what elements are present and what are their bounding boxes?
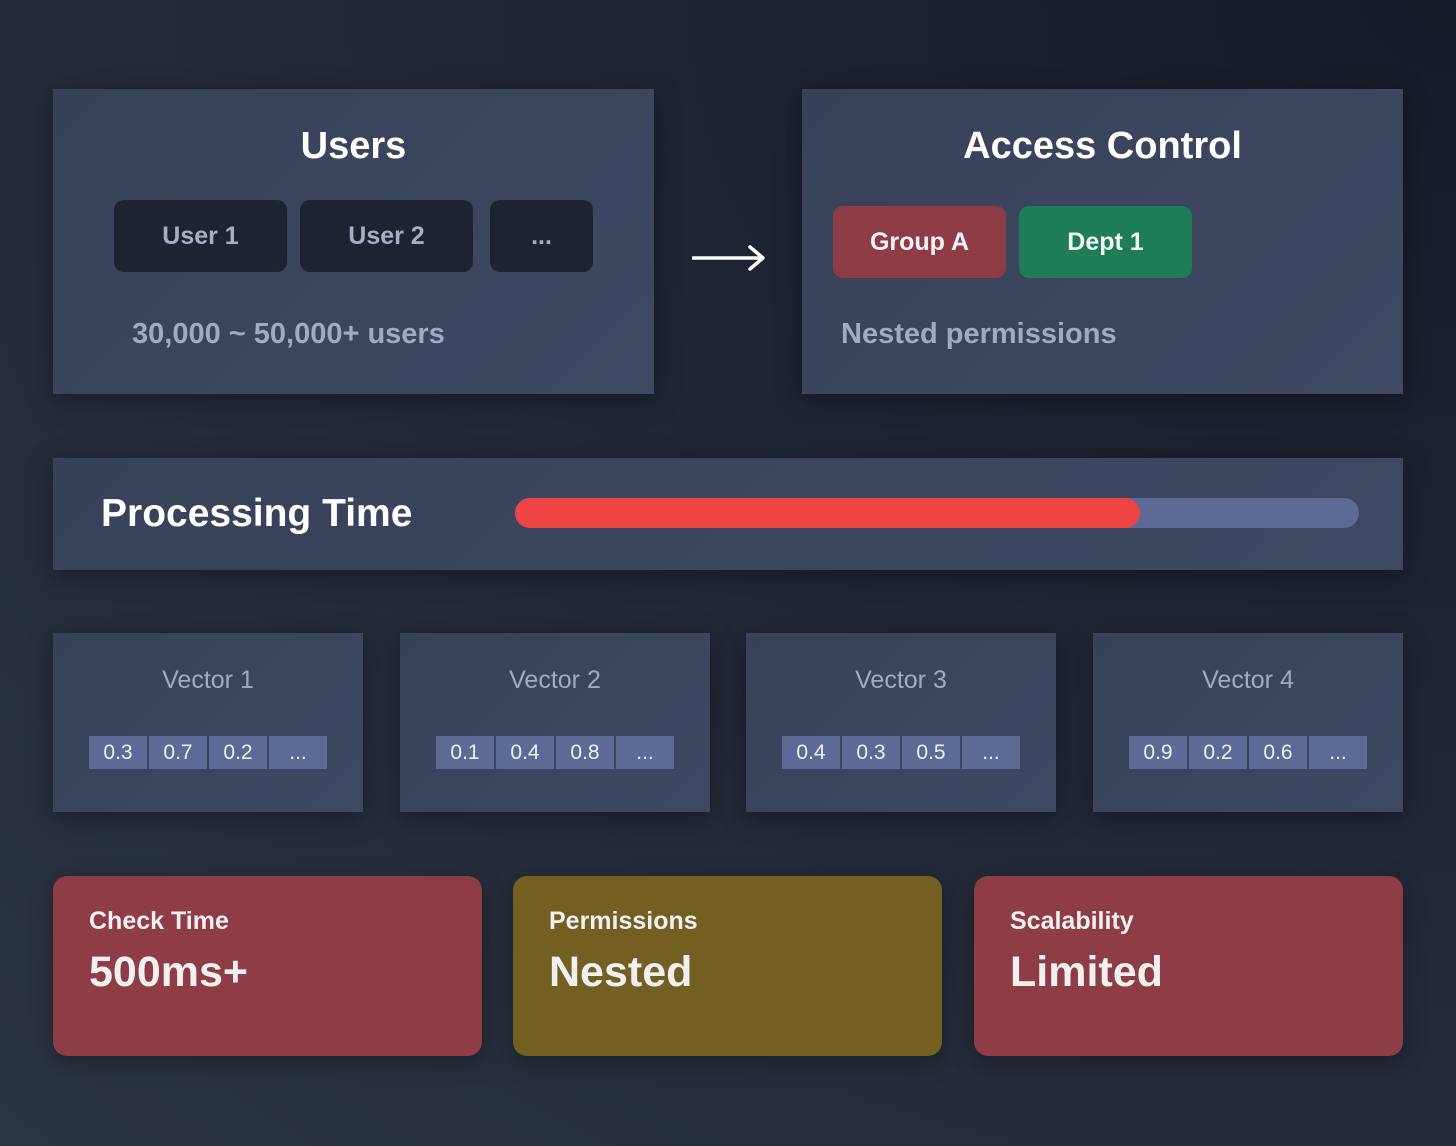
dept-chip: Dept 1 [1019, 206, 1192, 278]
vector-card-2: Vector 2 0.1 0.4 0.8 ... [400, 633, 710, 812]
vector-value: ... [269, 736, 327, 769]
metric-value: Limited [1010, 948, 1163, 996]
permissions-card: Permissions Nested [513, 876, 942, 1056]
user-chip-2: User 2 [300, 200, 473, 272]
scalability-card: Scalability Limited [974, 876, 1403, 1056]
group-chip: Group A [833, 206, 1006, 278]
vector-value: 0.7 [149, 736, 207, 769]
users-title: Users [300, 125, 407, 167]
vector-value: ... [962, 736, 1020, 769]
vector-values: 0.4 0.3 0.5 ... [782, 736, 1022, 769]
vector-value: ... [1309, 736, 1367, 769]
vector-value: 0.9 [1129, 736, 1187, 769]
arrow-right-icon [692, 245, 765, 271]
vector-values: 0.9 0.2 0.6 ... [1129, 736, 1369, 769]
vector-value: 0.6 [1249, 736, 1307, 769]
vector-value: 0.5 [902, 736, 960, 769]
metric-label: Scalability [1010, 907, 1134, 935]
vector-value: 0.4 [782, 736, 840, 769]
vector-card-1: Vector 1 0.3 0.7 0.2 ... [53, 633, 363, 812]
vector-card-4: Vector 4 0.9 0.2 0.6 ... [1093, 633, 1403, 812]
user-chip-1: User 1 [114, 200, 287, 272]
processing-time-bar [515, 498, 1359, 528]
vector-values: 0.1 0.4 0.8 ... [436, 736, 676, 769]
vector-values: 0.3 0.7 0.2 ... [89, 736, 329, 769]
processing-time-title: Processing Time [101, 492, 413, 535]
users-panel: Users User 1 User 2 ... 30,000 ~ 50,000+… [53, 89, 654, 394]
vector-value: 0.3 [842, 736, 900, 769]
vector-value: 0.4 [496, 736, 554, 769]
vector-value: 0.2 [1189, 736, 1247, 769]
vector-value: 0.2 [209, 736, 267, 769]
vector-value: 0.8 [556, 736, 614, 769]
processing-time-bar-fill [515, 498, 1140, 528]
metric-value: 500ms+ [89, 948, 249, 996]
vector-title: Vector 1 [162, 666, 254, 694]
vector-value: ... [616, 736, 674, 769]
vector-title: Vector 3 [855, 666, 947, 694]
users-count: 30,000 ~ 50,000+ users [132, 318, 445, 350]
vector-value: 0.3 [89, 736, 147, 769]
access-control-title: Access Control [963, 125, 1242, 167]
vector-card-3: Vector 3 0.4 0.3 0.5 ... [746, 633, 1056, 812]
user-chip-more: ... [490, 200, 593, 272]
vector-title: Vector 2 [509, 666, 601, 694]
nested-permissions-caption: Nested permissions [841, 318, 1117, 350]
vector-title: Vector 4 [1202, 666, 1294, 694]
metric-label: Permissions [549, 907, 698, 935]
access-control-panel: Access Control Group A Dept 1 Nested per… [802, 89, 1403, 394]
check-time-card: Check Time 500ms+ [53, 876, 482, 1056]
metric-value: Nested [549, 948, 693, 996]
processing-time-panel: Processing Time [53, 458, 1403, 570]
metric-label: Check Time [89, 907, 229, 935]
vector-value: 0.1 [436, 736, 494, 769]
